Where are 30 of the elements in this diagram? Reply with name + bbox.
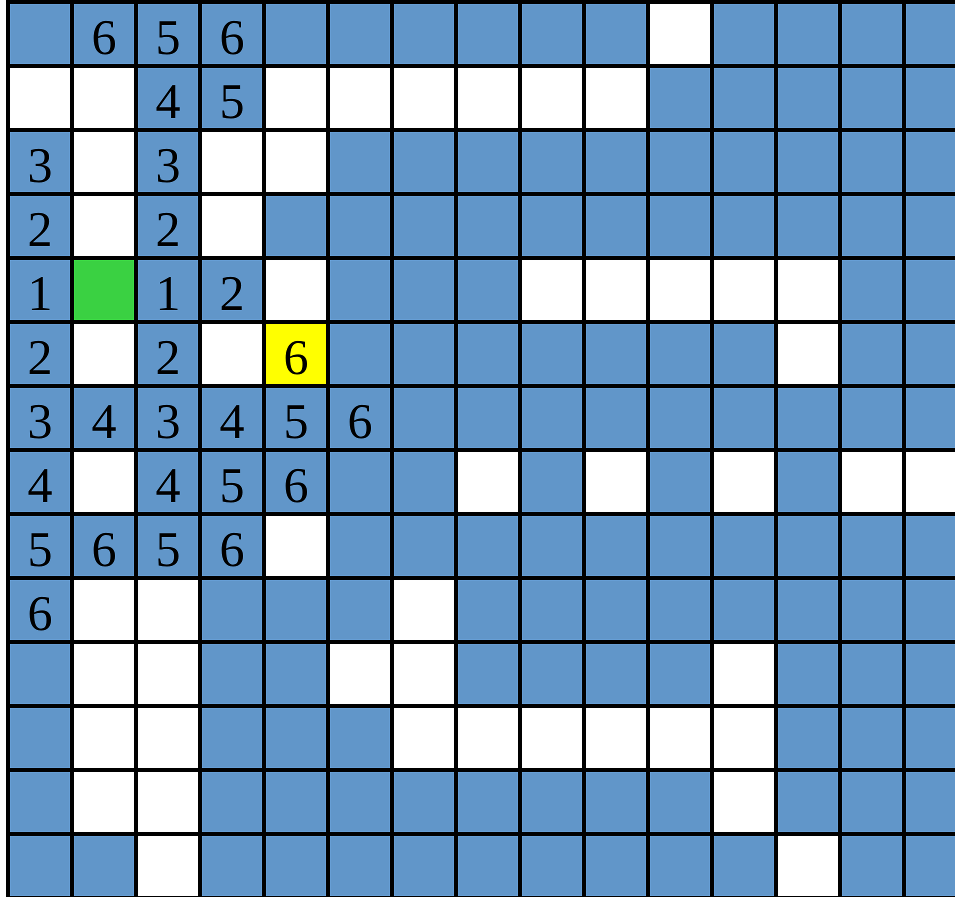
number-cell: 4 <box>138 68 198 128</box>
number-cell: 2 <box>138 196 198 256</box>
number-cell: 3 <box>10 132 70 192</box>
number-cell: 5 <box>202 68 262 128</box>
number-cell: 6 <box>74 4 134 64</box>
number-cell: 6 <box>74 516 134 576</box>
number-cell: 5 <box>138 516 198 576</box>
number-cell: 2 <box>138 324 198 384</box>
number-cell: 6 <box>202 516 262 576</box>
number-cell: 5 <box>138 4 198 64</box>
number-cell: 3 <box>10 388 70 448</box>
number-cell: 3 <box>138 132 198 192</box>
number-cell: 2 <box>10 324 70 384</box>
number-cell: 1 <box>138 260 198 320</box>
number-cell: 4 <box>10 452 70 512</box>
number-cell: 2 <box>10 196 70 256</box>
number-cell: 1 <box>10 260 70 320</box>
number-cell: 6 <box>202 4 262 64</box>
number-cell: 6 <box>266 324 326 384</box>
number-cell: 2 <box>202 260 262 320</box>
number-cell: 4 <box>74 388 134 448</box>
number-cell: 4 <box>138 452 198 512</box>
number-cell: 5 <box>266 388 326 448</box>
number-cell: 6 <box>330 388 390 448</box>
number-cell: 5 <box>202 452 262 512</box>
number-cell: 6 <box>266 452 326 512</box>
number-cell: 4 <box>202 388 262 448</box>
number-cell: 6 <box>10 580 70 640</box>
number-cell: 3 <box>138 388 198 448</box>
number-cell: 5 <box>10 516 70 576</box>
